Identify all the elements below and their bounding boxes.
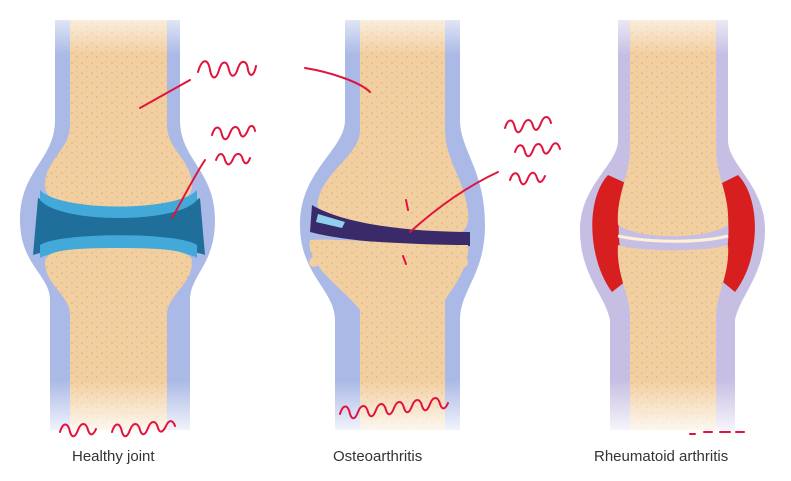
bottom-fade (0, 380, 791, 440)
osteo-bone-spur (456, 256, 468, 268)
rheumatoid-arthritis-illustration (580, 20, 765, 430)
caption-healthy-joint: Healthy joint (72, 448, 155, 465)
top-fade (0, 0, 791, 55)
handwritten-scribble (510, 173, 545, 185)
osteo-bone-spur (309, 257, 319, 267)
handwritten-scribble (198, 61, 256, 77)
handwritten-scribble (515, 143, 560, 156)
handwritten-scribble (216, 154, 250, 165)
caption-rheumatoid-arthritis: Rheumatoid arthritis (594, 448, 728, 465)
caption-osteoarthritis: Osteoarthritis (333, 448, 422, 465)
handwritten-scribble (212, 126, 255, 139)
handwritten-scribble (505, 117, 551, 132)
osteoarthritis-illustration (300, 20, 485, 430)
